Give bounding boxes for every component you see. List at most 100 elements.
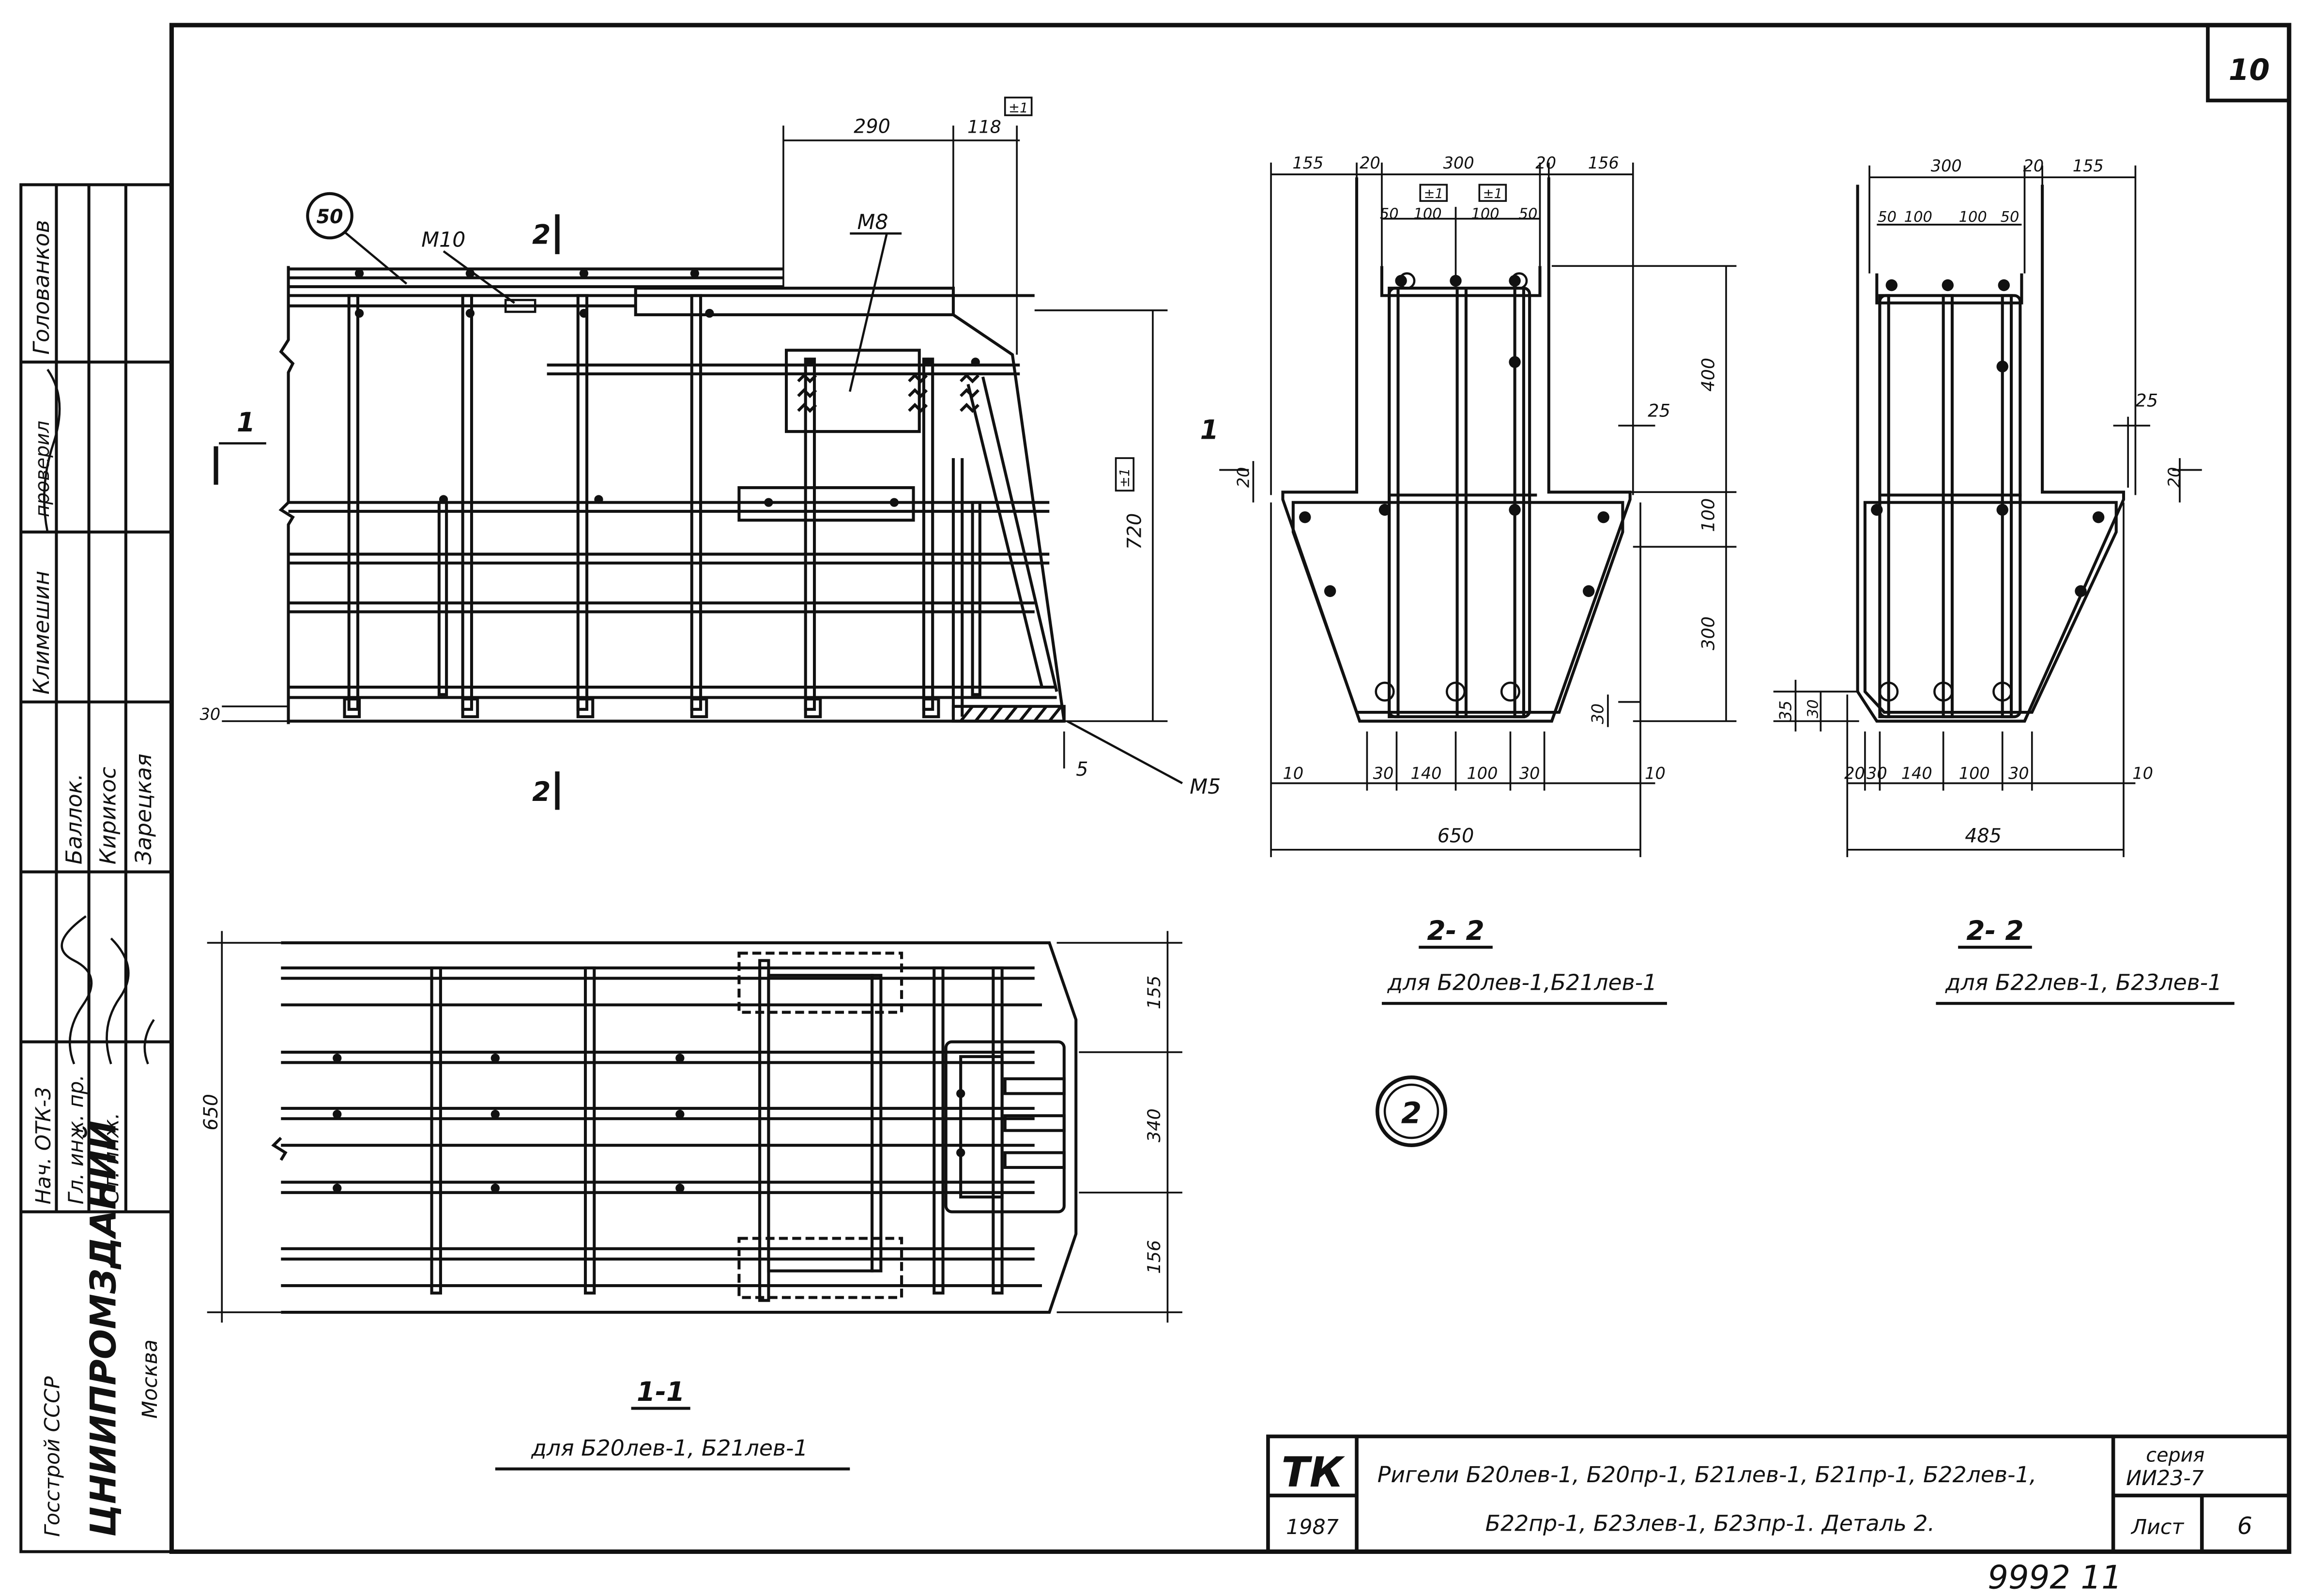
- svg-text:156: 156: [1144, 1240, 1164, 1274]
- callout-50: [306, 192, 353, 240]
- svg-text:Баллок.: Баллок.: [61, 773, 87, 864]
- section-b-title: 2- 2: [1966, 915, 2023, 946]
- svg-text:50: 50: [1380, 206, 1399, 223]
- tb-sheet-label: Лист: [2130, 1515, 2184, 1539]
- tb-code: ТК: [1281, 1449, 1345, 1497]
- svg-text:30: 30: [199, 705, 220, 723]
- svg-text:290: 290: [854, 116, 890, 138]
- stamp-text: Голованков проверил Климешин Баллок. Кир…: [29, 220, 162, 1537]
- svg-text:10: 10: [1283, 764, 1303, 783]
- tb-series-value: ИИ23-7: [2126, 1466, 2204, 1490]
- section-2-2-a: 155 20 300 20 156 ±1 ±1 50 100 100 50 40…: [1200, 153, 1737, 1005]
- svg-text:±1: ±1: [1117, 468, 1132, 488]
- svg-text:20: 20: [2023, 156, 2044, 175]
- svg-text:5: 5: [1076, 758, 1088, 781]
- svg-text:2: 2: [532, 219, 551, 250]
- plan-title: 1-1: [637, 1376, 685, 1407]
- svg-text:М5: М5: [1190, 775, 1221, 799]
- svg-text:30: 30: [1373, 764, 1394, 783]
- svg-text:1: 1: [1200, 414, 1219, 445]
- section-b-subtitle: для Б22лев-1, Б23лев-1: [1945, 970, 2222, 996]
- svg-text:30: 30: [1866, 764, 1887, 783]
- svg-text:Нач. ОТК-3: Нач. ОТК-3: [31, 1087, 56, 1204]
- svg-text:300: 300: [1443, 153, 1474, 172]
- svg-text:±1: ±1: [1483, 186, 1502, 201]
- svg-text:300: 300: [1931, 156, 1962, 175]
- svg-text:50: 50: [316, 206, 343, 228]
- tb-series-label: серия: [2146, 1444, 2204, 1466]
- svg-text:±1: ±1: [1009, 101, 1028, 116]
- svg-text:340: 340: [1144, 1108, 1164, 1142]
- sheet-number: 10: [2229, 53, 2270, 87]
- svg-text:140: 140: [1901, 764, 1932, 783]
- svg-text:Климешин: Климешин: [29, 571, 54, 695]
- tb-title-line2: Б22пр-1, Б23лев-1, Б23пр-1. Деталь 2.: [1485, 1511, 1935, 1536]
- tb-title-line1: Ригели Б20лев-1, Б20пр-1, Б21лев-1, Б21п…: [1377, 1462, 2036, 1488]
- section-a-title: 2- 2: [1427, 915, 1484, 946]
- svg-text:118: 118: [967, 117, 1001, 138]
- svg-text:М10: М10: [421, 228, 465, 252]
- svg-text:100: 100: [1471, 206, 1499, 223]
- plan-subtitle: для Б20лев-1, Б21лев-1: [531, 1435, 808, 1461]
- svg-text:650: 650: [1438, 825, 1474, 847]
- section-2-2-b: 300 20 155 50 100 100 50 25 20 35 30 20 …: [1773, 156, 2234, 1005]
- sheet-frame: [169, 23, 2292, 1554]
- svg-text:±1: ±1: [1424, 186, 1443, 201]
- svg-text:400: 400: [1698, 358, 1719, 392]
- elevation-view: 50 М10 М8 М5 2 2 1 290: [199, 96, 1221, 810]
- svg-text:Голованков: Голованков: [29, 220, 54, 354]
- svg-text:20: 20: [1360, 153, 1380, 172]
- svg-text:30: 30: [1805, 699, 1821, 718]
- svg-text:50: 50: [2001, 209, 2019, 226]
- svg-text:35: 35: [1776, 701, 1795, 721]
- svg-text:100: 100: [1959, 209, 1987, 226]
- svg-text:100: 100: [1467, 764, 1498, 783]
- stamp-signatures: [43, 368, 155, 1065]
- section-a-subtitle: для Б20лев-1,Б21лев-1: [1387, 970, 1657, 996]
- svg-text:25: 25: [2135, 390, 2158, 411]
- svg-text:20: 20: [1234, 467, 1253, 488]
- svg-text:Москва: Москва: [138, 1339, 162, 1419]
- svg-text:100: 100: [1413, 206, 1441, 223]
- svg-text:100: 100: [1698, 498, 1719, 532]
- svg-text:650: 650: [200, 1094, 222, 1131]
- svg-text:М8: М8: [857, 210, 888, 234]
- tb-sheet-value: 6: [2237, 1512, 2252, 1540]
- svg-text:Кирикос: Кирикос: [95, 767, 121, 864]
- svg-text:Гл. инж. пр.: Гл. инж. пр.: [64, 1074, 88, 1204]
- svg-text:155: 155: [2073, 156, 2104, 175]
- svg-text:155: 155: [1144, 976, 1164, 1010]
- svg-text:20: 20: [1844, 764, 1865, 783]
- svg-text:300: 300: [1698, 616, 1719, 650]
- svg-text:155: 155: [1292, 153, 1323, 172]
- svg-text:156: 156: [1588, 153, 1619, 172]
- svg-text:30: 30: [2008, 764, 2029, 783]
- svg-text:20: 20: [2165, 467, 2184, 488]
- svg-text:ЦНИИПРОМЗДАНИЙ: ЦНИИПРОМЗДАНИЙ: [83, 1120, 124, 1537]
- svg-text:1: 1: [237, 407, 255, 438]
- svg-text:30: 30: [1589, 704, 1607, 724]
- svg-text:140: 140: [1410, 764, 1441, 783]
- svg-text:20: 20: [1535, 153, 1556, 172]
- signature-stamp: [19, 183, 173, 1553]
- svg-text:2: 2: [532, 776, 551, 807]
- svg-text:25: 25: [1648, 400, 1670, 421]
- svg-text:30: 30: [1519, 764, 1540, 783]
- svg-text:100: 100: [1904, 209, 1932, 226]
- svg-text:100: 100: [1959, 764, 1990, 783]
- detail-callout-2: 2: [1375, 1075, 1448, 1147]
- svg-text:Госстрой СССР: Госстрой СССР: [41, 1376, 65, 1537]
- svg-text:проверил: проверил: [31, 421, 54, 517]
- svg-text:720: 720: [1124, 513, 1146, 550]
- bottom-number: 9992 11: [1988, 1559, 2122, 1596]
- title-block: [1266, 1434, 2291, 1554]
- svg-text:Зарецкая: Зарецкая: [131, 753, 156, 864]
- plan-view-1-1: 650 155 340 156 1-1 для Б20лев-1, Б21лев…: [200, 931, 1182, 1471]
- svg-text:50: 50: [1519, 206, 1538, 223]
- svg-text:485: 485: [1965, 825, 2002, 847]
- svg-text:10: 10: [1645, 764, 1666, 783]
- tb-year: 1987: [1286, 1515, 1339, 1539]
- svg-text:50: 50: [1878, 209, 1897, 226]
- svg-text:2: 2: [1401, 1096, 1422, 1130]
